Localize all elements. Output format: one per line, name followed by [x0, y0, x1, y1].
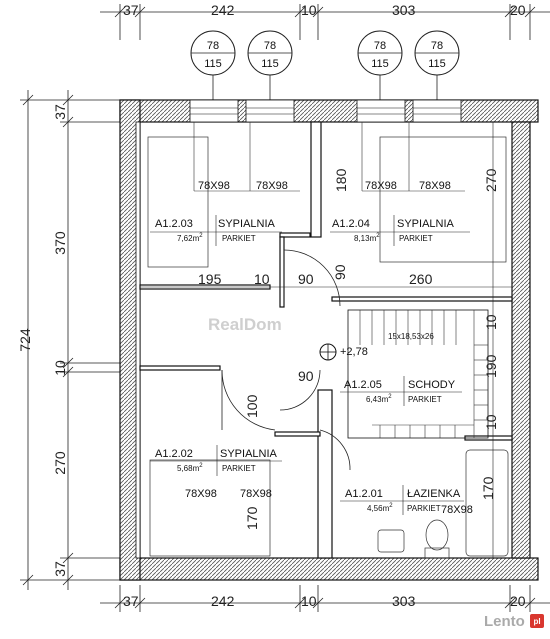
- dim-170a: 170: [244, 506, 260, 530]
- bottom-dim-4: 303: [392, 593, 416, 609]
- opening-label: 78X98: [365, 180, 397, 192]
- room-floor: PARKIET: [408, 395, 442, 404]
- window-tags: 78 115 78 115 78 115 78 115: [190, 30, 460, 100]
- interior-walls: [139, 121, 513, 559]
- dim-260: 260: [409, 271, 433, 287]
- room-code: A1.2.04: [332, 218, 370, 230]
- room-name: SYPIALNIA: [397, 218, 455, 230]
- brand-text: Lento: [484, 613, 525, 630]
- window-height: 115: [428, 58, 446, 70]
- top-dimension-line: 37 242 10 303 20: [100, 2, 550, 40]
- left-dim-1: 37: [52, 104, 68, 120]
- room-code: A1.2.02: [155, 448, 193, 460]
- room-area: 4,56m2: [367, 503, 393, 513]
- dim-190: 190: [483, 354, 499, 378]
- brand-suffix: pl: [533, 617, 540, 626]
- dim-10: 10: [254, 271, 270, 287]
- dim-100: 100: [244, 394, 260, 418]
- opening-label: 78X98: [198, 180, 230, 192]
- top-dim-3: 10: [301, 2, 317, 18]
- level-marker: +2,78: [319, 343, 368, 361]
- window-width: 78: [207, 40, 219, 52]
- top-dim-4: 303: [392, 2, 416, 18]
- bottom-dim-1: 37: [123, 593, 139, 609]
- dim-270a: 270: [483, 168, 499, 192]
- room-name: SYPIALNIA: [220, 448, 278, 460]
- opening-label: 78X98: [185, 488, 217, 500]
- door-swings: [221, 249, 351, 471]
- room-floor: PARKIET: [222, 234, 256, 243]
- window-tag: 78 115: [190, 30, 236, 100]
- room-name: ŁAZIENKA: [407, 488, 461, 500]
- top-dim-2: 242: [211, 2, 235, 18]
- left-dim-4: 270: [52, 451, 68, 475]
- opening-label: 78X98: [256, 180, 288, 192]
- room-floor: PARKIET: [407, 504, 441, 513]
- bottom-dim-5: 20: [510, 593, 526, 609]
- room-area: 7,62m2: [177, 233, 203, 243]
- window-width: 78: [264, 40, 276, 52]
- opening-label: 78X98: [240, 488, 272, 500]
- bottom-dim-2: 242: [211, 593, 235, 609]
- room-area: 5,68m2: [177, 463, 203, 473]
- dim-90c: 90: [298, 368, 314, 384]
- left-dim-3: 10: [52, 360, 68, 376]
- room-label: A1.2.01 ŁAZIENKA 4,56m2 PARKIET: [340, 485, 464, 515]
- inner-dimensions: 195 10 90 90 260 180 270 10 190 10 90 10…: [140, 122, 512, 558]
- dim-90b: 90: [332, 264, 348, 280]
- left-dim-5: 37: [52, 561, 68, 577]
- exterior-walls: [119, 99, 539, 581]
- room-area: 8,13m2: [354, 233, 380, 243]
- window-tag: 78 115: [357, 30, 403, 100]
- left-dimension-line: 724 37 370 10 270 37: [17, 90, 120, 590]
- room-code: A1.2.03: [155, 218, 193, 230]
- room-label: A1.2.04 SYPIALNIA 8,13m2 PARKIET: [330, 215, 470, 246]
- opening-labels: 78X98 78X98 78X98 78X98 78X98 78X98 78X9…: [185, 122, 473, 516]
- lento-logo: Lento pl: [484, 613, 544, 630]
- room-area: 6,43m2: [366, 394, 392, 404]
- dim-195: 195: [198, 271, 222, 287]
- top-dim-1: 37: [123, 2, 139, 18]
- furniture: [147, 136, 509, 559]
- dim-10b: 10: [483, 314, 499, 330]
- room-name: SCHODY: [408, 379, 456, 391]
- left-dim-2: 370: [52, 231, 68, 255]
- window-width: 78: [374, 40, 386, 52]
- staircase: [347, 309, 489, 439]
- watermark-text: RealDom: [208, 315, 282, 334]
- room-label: A1.2.05 SCHODY 6,43m2 PARKIET: [340, 376, 462, 406]
- dim-90a: 90: [298, 271, 314, 287]
- room-floor: PARKIET: [399, 234, 433, 243]
- room-name: SYPIALNIA: [218, 218, 276, 230]
- window-height: 115: [204, 58, 222, 70]
- window-tag: 78 115: [247, 30, 293, 100]
- opening-label: 78X98: [419, 180, 451, 192]
- dim-170b: 170: [480, 476, 496, 500]
- bottom-dimension-line: 37 242 10 303 20: [100, 585, 550, 612]
- left-total-dim: 724: [17, 328, 33, 352]
- level-value: +2,78: [340, 346, 368, 358]
- stairs-label: 15x18,53x26: [388, 332, 434, 341]
- top-dim-5: 20: [510, 2, 526, 18]
- window-tag: 78 115: [414, 30, 460, 100]
- bottom-dim-3: 10: [301, 593, 317, 609]
- room-code: A1.2.01: [345, 488, 383, 500]
- window-height: 115: [371, 58, 389, 70]
- opening-label: 78X98: [441, 504, 473, 516]
- room-label: A1.2.02 SYPIALNIA 5,68m2 PARKIET: [150, 445, 282, 476]
- room-label: A1.2.03 SYPIALNIA 7,62m2 PARKIET: [150, 215, 282, 246]
- room-code: A1.2.05: [344, 379, 382, 391]
- window-height: 115: [261, 58, 279, 70]
- dim-180: 180: [333, 168, 349, 192]
- dim-10c: 10: [483, 414, 499, 430]
- window-width: 78: [431, 40, 443, 52]
- room-floor: PARKIET: [222, 464, 256, 473]
